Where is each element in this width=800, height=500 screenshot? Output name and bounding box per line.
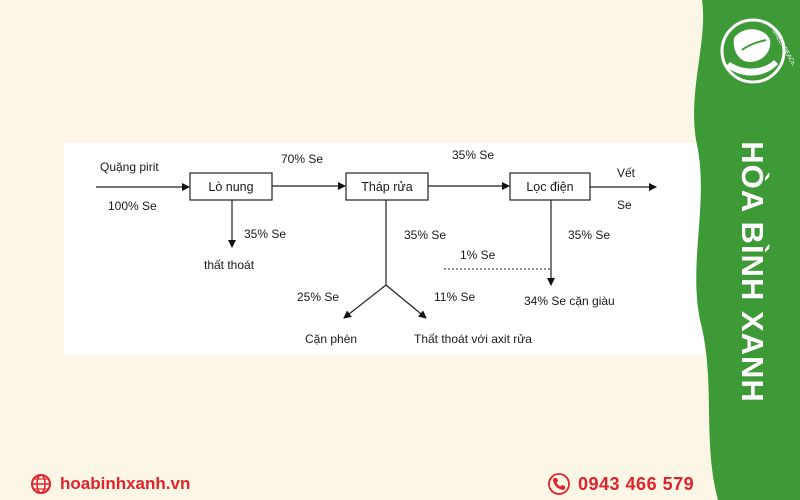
diagram-panel: Quặng pirit 100% Se Lò nung 70% Se 35% S… <box>64 143 704 355</box>
leaf-hand-icon: GREENPEACE <box>720 18 796 84</box>
selenium-flow-diagram: Quặng pirit 100% Se Lò nung 70% Se 35% S… <box>96 148 657 346</box>
electro-filter-label: Lọc điện <box>526 180 573 194</box>
roaster-loss-name-label: thất thoát <box>204 258 255 272</box>
phone-text: 0943 466 579 <box>578 473 695 494</box>
to-tower-pct-label: 70% Se <box>281 152 323 166</box>
website-text: hoabinhxanh.vn <box>60 474 191 493</box>
residue-pct-label: 25% Se <box>297 290 339 304</box>
brand-name-text: HÒA BÌNH XANH <box>735 141 771 403</box>
input-name-label: Quặng pirit <box>100 160 159 174</box>
acid-loss-name-label: Thất thoát với axit rửa <box>414 332 532 346</box>
website-link[interactable]: hoabinhxanh.vn <box>30 471 190 497</box>
electro-filter-box <box>509 172 591 201</box>
trace-pct-label: 1% Se <box>460 248 496 262</box>
output-unit-label: Se <box>617 198 632 212</box>
filter-down-pct-label: 35% Se <box>568 228 610 242</box>
output-name-label: Vết <box>617 166 636 180</box>
residue-arrow <box>343 284 387 319</box>
wash-tower-label: Tháp rửa <box>361 180 412 194</box>
to-filter-pct-label: 35% Se <box>452 148 494 162</box>
roaster-loss-pct-label: 35% Se <box>244 227 286 241</box>
residue-name-label: Cặn phèn <box>305 332 357 346</box>
roaster-label: Lò nung <box>208 180 253 194</box>
input-pct-label: 100% Se <box>108 199 157 213</box>
acid-loss-pct-label: 11% Se <box>434 290 475 304</box>
brand-band <box>694 0 800 500</box>
phone-icon <box>548 473 570 495</box>
phone-link[interactable]: 0943 466 579 <box>548 471 694 497</box>
brand-name: HÒA BÌNH XANH <box>727 122 777 422</box>
brand-logo: GREENPEACE <box>712 10 796 92</box>
wash-tower-box <box>345 172 429 201</box>
globe-icon <box>31 474 51 494</box>
rich-residue-label: 34% Se cặn giàu <box>524 294 615 308</box>
tower-down-pct-label: 35% Se <box>404 228 446 242</box>
acid-loss-arrow <box>385 284 427 319</box>
